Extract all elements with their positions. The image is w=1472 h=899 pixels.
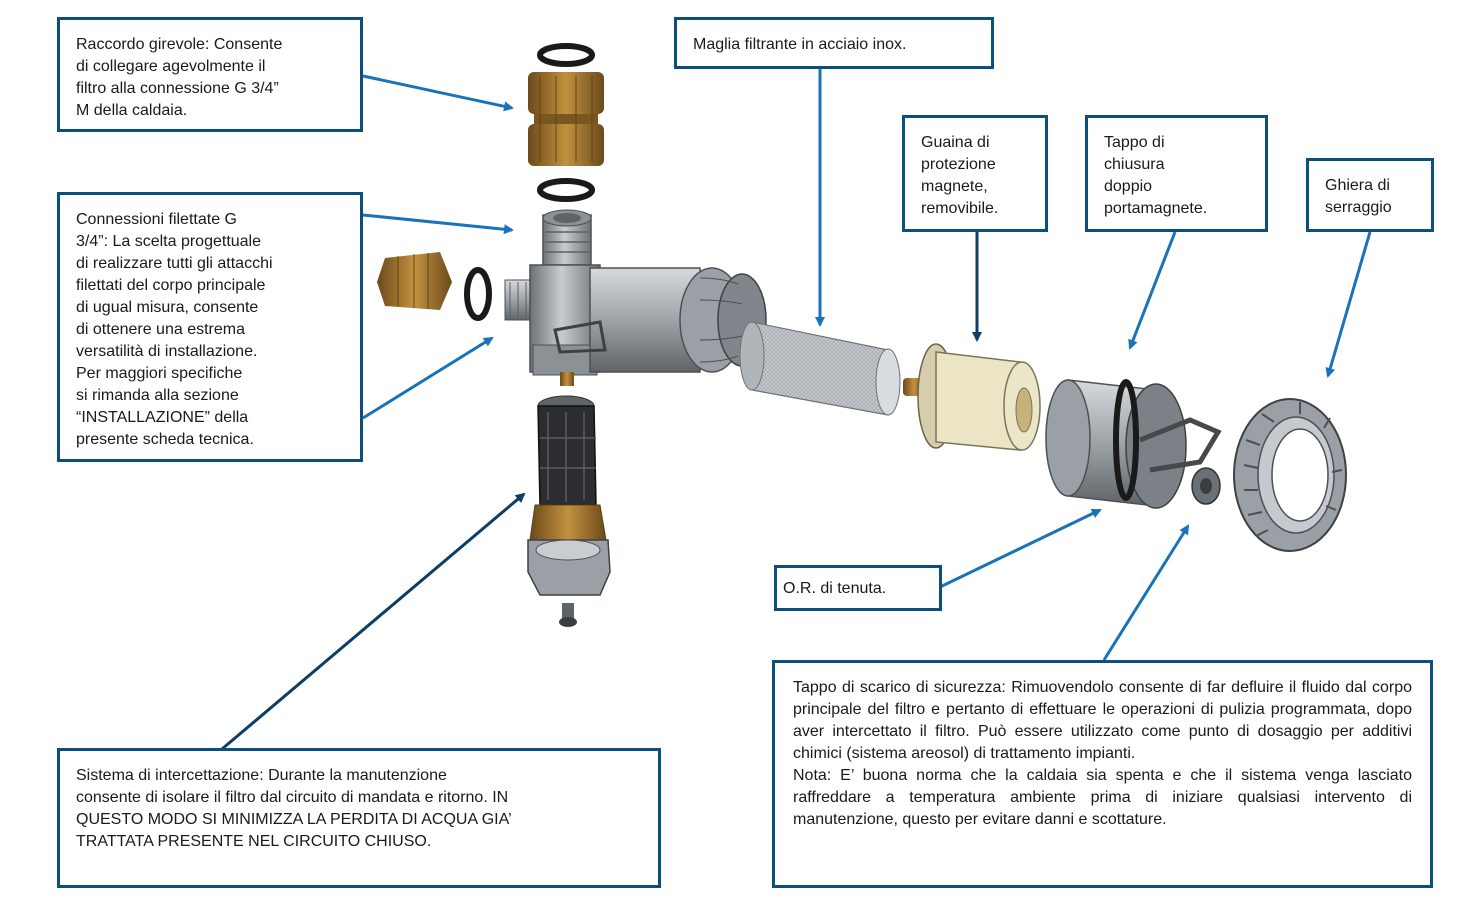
swivel-fitting-icon bbox=[528, 72, 604, 166]
callout-text: Tappo di chiusura doppio portamagnete. bbox=[1104, 134, 1208, 217]
callout-maglia-filtrante: Maglia filtrante in acciaio inox. bbox=[674, 17, 994, 69]
callout-or-tenuta: O.R. di tenuta. bbox=[774, 565, 942, 611]
callout-text: Maglia filtrante in acciaio inox. bbox=[693, 36, 907, 53]
closing-cap-icon bbox=[1045, 379, 1222, 509]
callout-text: Guaina di protezione magnete, removibile… bbox=[921, 134, 999, 217]
callout-text: Sistema di intercettazione: Durante la m… bbox=[76, 767, 512, 850]
filter-mesh-icon bbox=[739, 321, 901, 416]
callout-text: Connessioni filettate G 3/4”: La scelta … bbox=[76, 211, 273, 448]
main-body-icon bbox=[504, 209, 767, 386]
callout-tappo-chiusura: Tappo di chiusura doppio portamagnete. bbox=[1085, 115, 1268, 232]
callout-raccordo-girevole: Raccordo girevole: Consente di collegare… bbox=[57, 17, 363, 132]
side-gasket-icon bbox=[464, 267, 492, 321]
middle-gasket-icon bbox=[537, 178, 595, 202]
callout-note-text: Nota: E’ buona norma che la caldaia sia … bbox=[793, 767, 1412, 828]
ring-nut-icon bbox=[1233, 398, 1347, 552]
top-gasket-icon bbox=[537, 43, 595, 67]
side-brass-nipple-icon bbox=[377, 252, 452, 310]
drain-plug-icon bbox=[1191, 467, 1221, 505]
callout-sistema-intercettazione: Sistema di intercettazione: Durante la m… bbox=[57, 748, 661, 888]
callout-text: Ghiera di serraggio bbox=[1325, 177, 1392, 216]
callout-text: Raccordo girevole: Consente di collegare… bbox=[76, 36, 283, 119]
callout-ghiera-serraggio: Ghiera di serraggio bbox=[1306, 158, 1434, 232]
shutoff-cartridge-icon bbox=[527, 395, 611, 627]
magnet-sleeve-icon bbox=[903, 343, 1041, 451]
callout-guaina-protezione: Guaina di protezione magnete, removibile… bbox=[902, 115, 1048, 232]
callout-connessioni-filettate: Connessioni filettate G 3/4”: La scelta … bbox=[57, 192, 363, 462]
callout-arrows bbox=[221, 68, 1372, 751]
callout-tappo-scarico: Tappo di scarico di sicurezza: Rimuovend… bbox=[772, 660, 1433, 888]
callout-text: Tappo di scarico di sicurezza: Rimuovend… bbox=[793, 679, 1412, 762]
callout-text: O.R. di tenuta. bbox=[783, 580, 887, 597]
